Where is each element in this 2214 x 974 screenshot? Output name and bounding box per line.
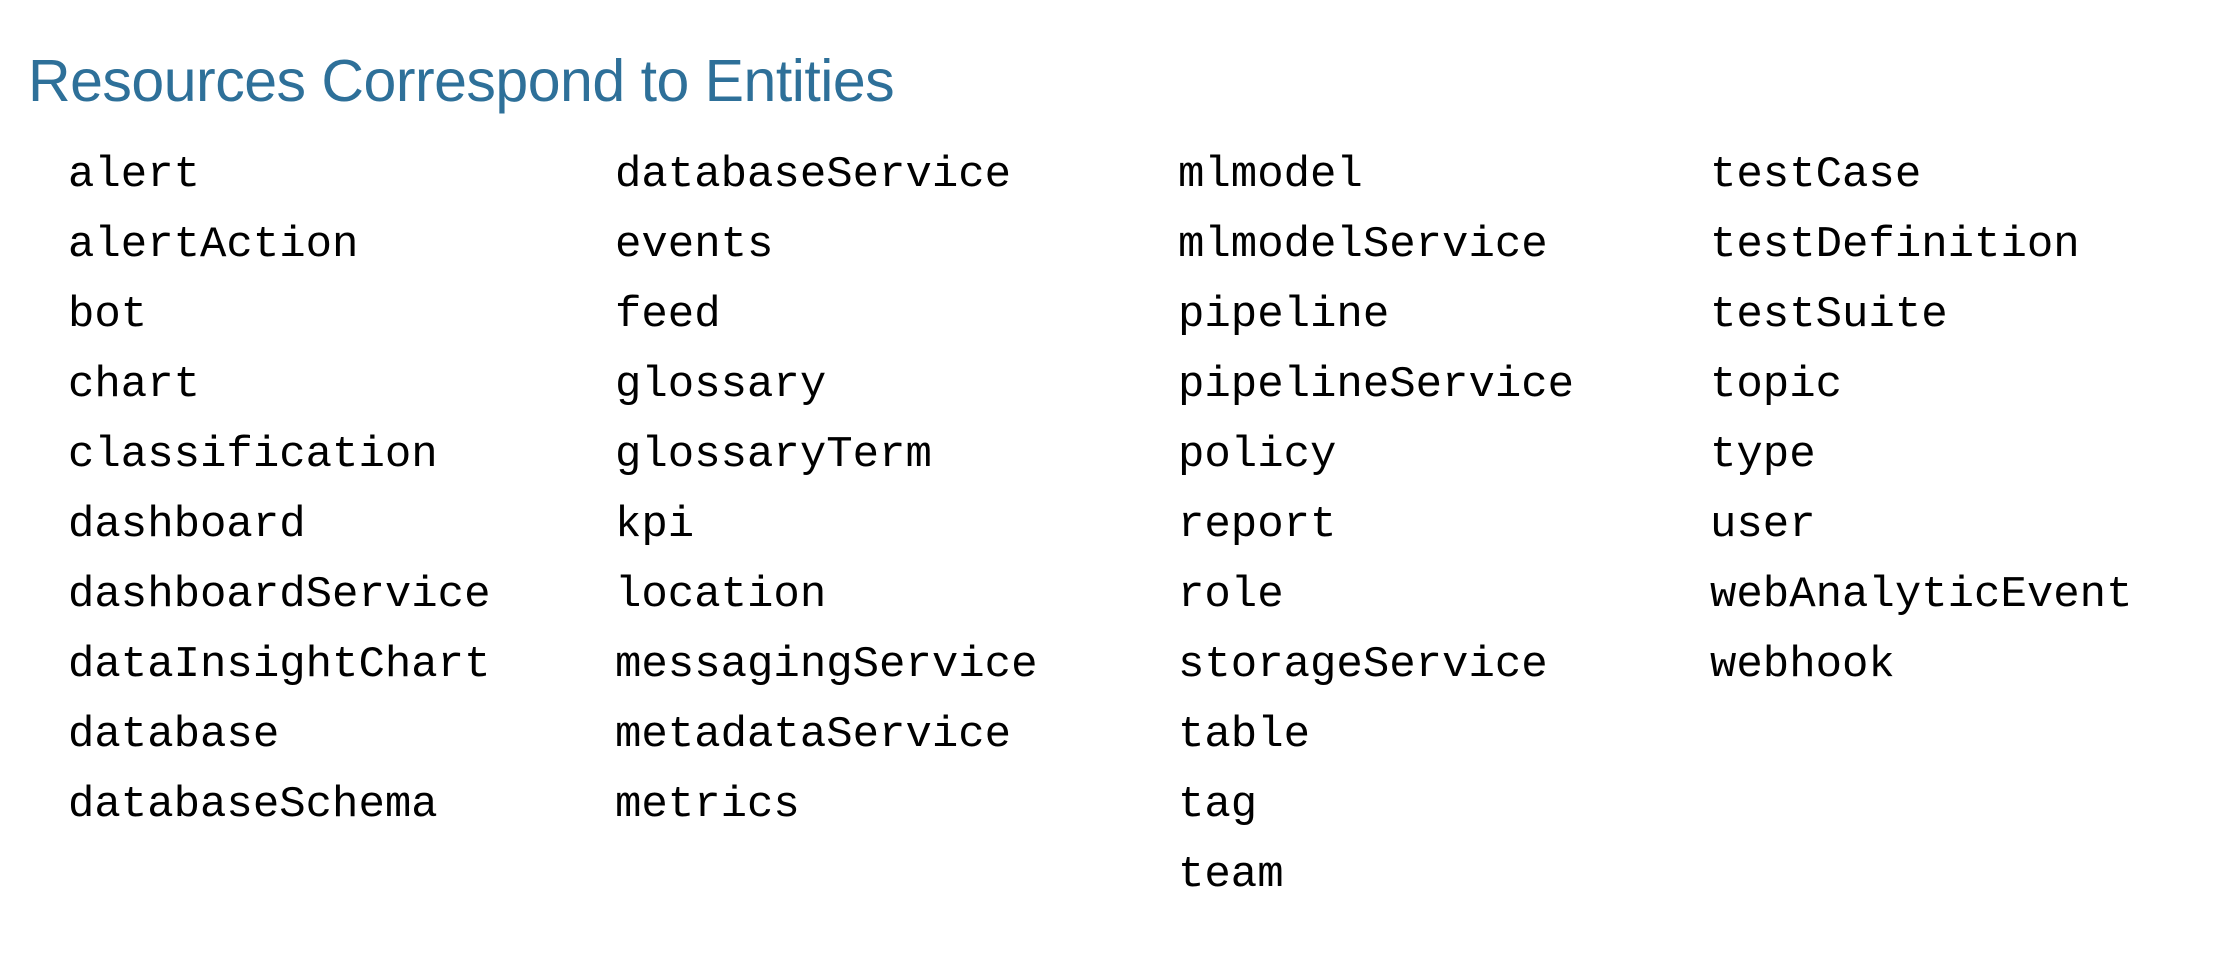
entity-item: classification <box>68 430 438 480</box>
entity-item: bot <box>68 290 148 340</box>
entity-item: webhook <box>1710 640 1895 690</box>
entity-column-2: databaseService events feed glossary glossar… <box>615 140 1037 840</box>
entity-item: table <box>1178 710 1311 760</box>
page-title: Resources Correspond to Entities <box>28 47 895 114</box>
entity-item: mlmodelService <box>1178 220 1548 270</box>
entity-item: testDefinition <box>1710 220 2080 270</box>
entity-item: storageService <box>1178 640 1548 690</box>
entity-item: policy <box>1178 430 1337 480</box>
entity-item: webAnalyticEvent <box>1710 570 2133 620</box>
entity-column-3: mlmodel mlmodelService pipeline pipelineSer… <box>1178 140 1574 910</box>
entity-item: report <box>1178 500 1337 550</box>
entity-item: glossary <box>615 360 827 410</box>
entity-item: chart <box>68 360 201 410</box>
entity-item: metrics <box>615 780 800 830</box>
entity-column-4: testCase testDefinition testSuite topic type… <box>1710 140 2132 700</box>
entity-item: alert <box>68 150 201 200</box>
entity-item: topic <box>1710 360 1843 410</box>
entity-item: team <box>1178 850 1284 900</box>
entity-item: alertAction <box>68 220 359 270</box>
entity-item: glossaryTerm <box>615 430 932 480</box>
entity-item: messagingService <box>615 640 1038 690</box>
entity-item: location <box>615 570 827 620</box>
entity-item: feed <box>615 290 721 340</box>
entity-item: mlmodel <box>1178 150 1363 200</box>
entity-item: database <box>68 710 280 760</box>
entity-item: databaseService <box>615 150 1012 200</box>
entity-item: testSuite <box>1710 290 1948 340</box>
entity-column-1: alert alertAction bot chart classification da… <box>68 140 490 840</box>
entity-item: tag <box>1178 780 1258 830</box>
entity-item: events <box>615 220 774 270</box>
entity-item: kpi <box>615 500 695 550</box>
entity-item: type <box>1710 430 1816 480</box>
entity-item: role <box>1178 570 1284 620</box>
entity-item: pipeline <box>1178 290 1390 340</box>
entity-item: testCase <box>1710 150 1922 200</box>
entity-item: dataInsightChart <box>68 640 491 690</box>
entity-item: databaseSchema <box>68 780 438 830</box>
entity-item: pipelineService <box>1178 360 1575 410</box>
entity-item: dashboard <box>68 500 306 550</box>
entity-item: metadataService <box>615 710 1012 760</box>
entity-item: user <box>1710 500 1816 550</box>
entity-item: dashboardService <box>68 570 491 620</box>
